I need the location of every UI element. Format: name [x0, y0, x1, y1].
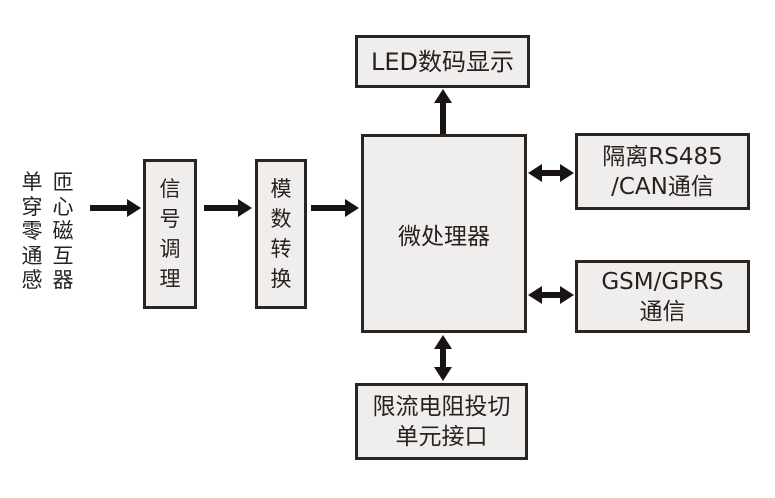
arrow-head-right-icon — [560, 164, 574, 182]
node-led-display-label: LED数码显示 — [370, 47, 514, 76]
arrow-head-down-icon — [434, 367, 452, 381]
node-rs485-can: 隔离RS485 /CAN通信 — [575, 133, 750, 210]
arrow-head-right-icon — [127, 199, 141, 217]
arrow-head-up-icon — [434, 89, 452, 103]
node-rs485-can-line1: 隔离RS485 — [602, 143, 723, 170]
node-led-display: LED数码显示 — [355, 35, 530, 88]
arrow-line — [440, 101, 446, 134]
arrow-head-right-icon — [560, 286, 574, 304]
node-gsm-gprs: GSM/GPRS 通信 — [575, 260, 750, 333]
node-mcu: 微处理器 — [361, 134, 527, 333]
node-signal-conditioning-label: 信号调理 — [159, 177, 181, 291]
node-adc: 模数转换 — [255, 159, 307, 309]
arrow-line — [90, 205, 127, 211]
arrow-line — [540, 292, 561, 298]
node-gsm-gprs-line1: GSM/GPRS — [601, 268, 724, 295]
source-label-transformer: 单穿零通感 匝心磁互器 — [21, 170, 74, 293]
node-adc-label: 模数转换 — [270, 177, 292, 291]
source-label-column-right: 匝心磁互器 — [52, 170, 74, 292]
node-resistor-interface-line2: 单元接口 — [395, 423, 488, 450]
arrow-line — [311, 205, 345, 211]
arrow-line — [204, 205, 238, 211]
node-resistor-interface-line1: 限流电阻投切 — [372, 393, 511, 420]
arrow-head-right-icon — [238, 199, 252, 217]
arrow-head-up-icon — [434, 335, 452, 349]
arrow-head-right-icon — [345, 199, 359, 217]
arrow-line — [440, 347, 446, 369]
arrow-head-left-icon — [528, 164, 542, 182]
node-mcu-label: 微处理器 — [398, 223, 490, 250]
node-resistor-interface: 限流电阻投切 单元接口 — [355, 383, 528, 460]
node-signal-conditioning: 信号调理 — [143, 159, 197, 309]
arrow-line — [540, 170, 561, 176]
source-label-column-left: 单穿零通感 — [21, 170, 43, 292]
arrow-head-left-icon — [528, 286, 542, 304]
node-gsm-gprs-line2: 通信 — [639, 298, 686, 325]
node-rs485-can-line2: /CAN通信 — [611, 173, 714, 200]
